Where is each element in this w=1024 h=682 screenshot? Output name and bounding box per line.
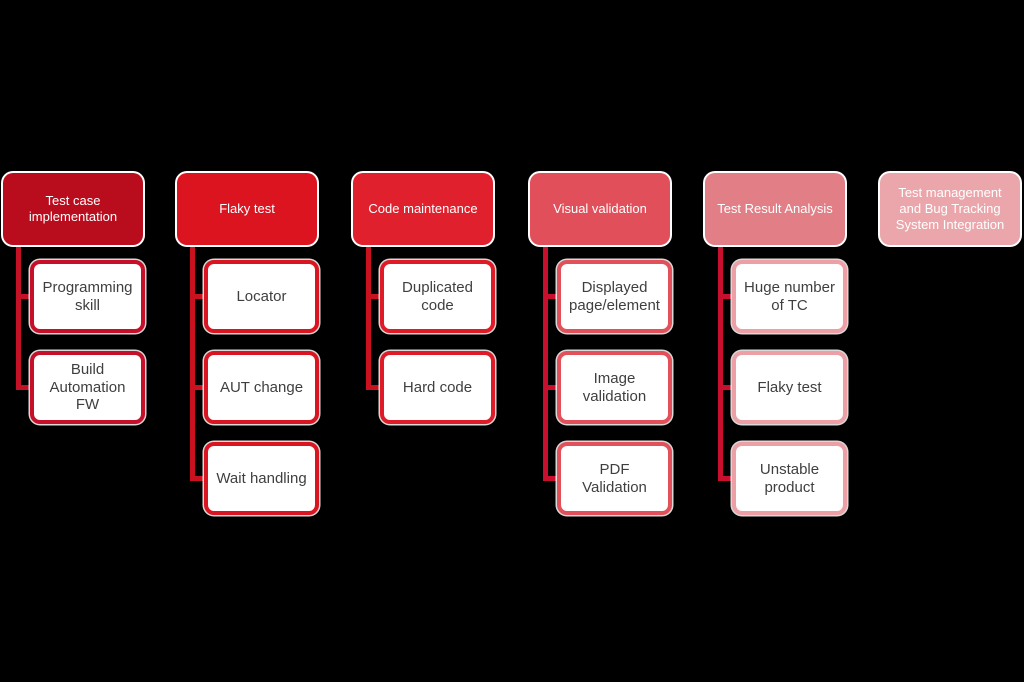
node-aut-change: AUT change bbox=[204, 351, 319, 424]
node-label: Code maintenance bbox=[368, 200, 478, 216]
node-flaky-test: Flaky test bbox=[177, 173, 317, 245]
node-programming-skill: Programming skill bbox=[30, 260, 145, 333]
node-label: Visual validation bbox=[553, 200, 647, 216]
connector-branch-line bbox=[16, 385, 34, 390]
node-label: Displayed page/element bbox=[569, 278, 660, 314]
node-label: Build Automation FW bbox=[49, 360, 126, 414]
connector-branch-line bbox=[366, 294, 384, 299]
node-pdf-validation: PDF Validation bbox=[557, 442, 672, 515]
node-flaky-test: Flaky test bbox=[732, 351, 847, 424]
connector-branch-line bbox=[543, 476, 561, 481]
node-label: PDF Validation bbox=[582, 460, 647, 496]
node-label: AUT change bbox=[219, 378, 304, 396]
node-label: Test Result Analysis bbox=[717, 200, 833, 216]
node-code-maintenance: Code maintenance bbox=[353, 173, 493, 245]
node-label: Duplicated code bbox=[402, 278, 473, 314]
connector-trunk-line bbox=[543, 245, 548, 481]
node-unstable-product: Unstable product bbox=[732, 442, 847, 515]
node-label: Hard code bbox=[402, 378, 473, 396]
connector-branch-line bbox=[16, 294, 34, 299]
node-test-result-analysis: Test Result Analysis bbox=[705, 173, 845, 245]
node-image-validation: Image validation bbox=[557, 351, 672, 424]
node-hard-code: Hard code bbox=[380, 351, 495, 424]
node-visual-validation: Visual validation bbox=[530, 173, 670, 245]
connector-branch-line bbox=[190, 294, 208, 299]
node-label: Flaky test bbox=[757, 378, 822, 396]
node-displayed-page-element: Displayed page/element bbox=[557, 260, 672, 333]
node-test-management-bug-tracking-integration: Test management and Bug Tracking System … bbox=[880, 173, 1020, 245]
node-label: Programming skill bbox=[42, 278, 133, 314]
connector-trunk-line bbox=[366, 245, 371, 390]
node-label: Flaky test bbox=[219, 200, 275, 216]
connector-trunk-line bbox=[190, 245, 195, 481]
node-duplicated-code: Duplicated code bbox=[380, 260, 495, 333]
node-locator: Locator bbox=[204, 260, 319, 333]
connector-trunk-line bbox=[718, 245, 723, 481]
node-label: Locator bbox=[236, 287, 287, 305]
node-build-automation-fw: Build Automation FW bbox=[30, 351, 145, 424]
node-label: Test management and Bug Tracking System … bbox=[895, 184, 1005, 233]
node-huge-number-of-tc: Huge number of TC bbox=[732, 260, 847, 333]
node-test-case-implementation: Test case implementation bbox=[3, 173, 143, 245]
connector-branch-line bbox=[366, 385, 384, 390]
connector-branch-line bbox=[190, 476, 208, 481]
node-label: Unstable product bbox=[759, 460, 820, 496]
connector-branch-line bbox=[718, 476, 736, 481]
node-wait-handling: Wait handling bbox=[204, 442, 319, 515]
connector-branch-line bbox=[190, 385, 208, 390]
connector-trunk-line bbox=[16, 245, 21, 390]
node-label: Image validation bbox=[582, 369, 647, 405]
connector-branch-line bbox=[718, 385, 736, 390]
node-label: Test case implementation bbox=[28, 192, 118, 224]
node-label: Wait handling bbox=[216, 469, 307, 487]
connector-branch-line bbox=[543, 294, 561, 299]
connector-branch-line bbox=[543, 385, 561, 390]
node-label: Huge number of TC bbox=[744, 278, 835, 314]
connector-branch-line bbox=[718, 294, 736, 299]
